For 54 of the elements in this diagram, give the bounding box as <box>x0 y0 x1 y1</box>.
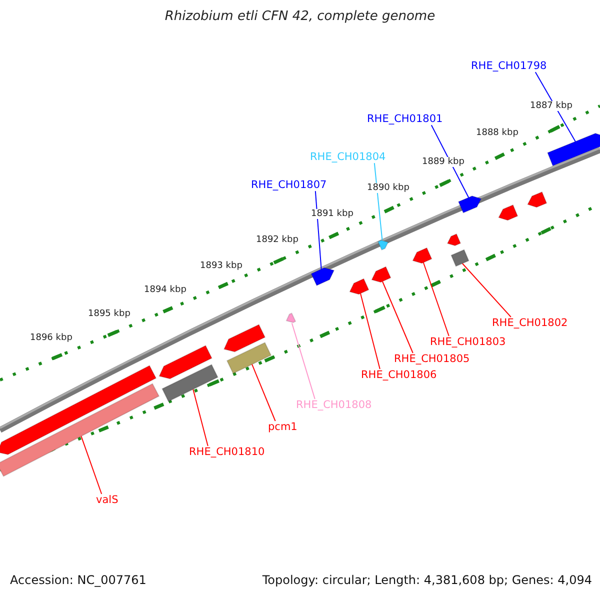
gene-label: RHE_CH01802 <box>492 317 568 330</box>
scale-label: 1888 kbp <box>476 128 518 138</box>
leader-line <box>80 436 102 494</box>
gene-block <box>526 191 548 208</box>
gene-block <box>310 267 335 286</box>
scale-label: 1891 kbp <box>311 209 354 220</box>
gene-block <box>450 249 470 267</box>
leader-line <box>382 281 414 354</box>
gene-block <box>371 266 392 283</box>
gene-label: valS <box>96 494 118 506</box>
gene-block <box>0 383 160 477</box>
scale-label: 1893 kbp <box>200 261 242 272</box>
gene-label: RHE_CH01806 <box>361 369 437 382</box>
gene-block <box>458 195 482 214</box>
gene-label: RHE_CH01798 <box>471 60 547 72</box>
gene-block <box>546 132 600 166</box>
gene-block <box>158 344 212 380</box>
footer-text: Accession: NC_007761 <box>10 574 146 588</box>
scale-label: 1894 kbp <box>144 285 186 296</box>
gene-label: RHE_CH01804 <box>310 151 386 164</box>
gene-block <box>226 342 272 374</box>
leader-line <box>314 190 322 270</box>
leader-line <box>192 388 208 446</box>
leader-line <box>422 262 450 336</box>
gene-label: RHE_CH01808 <box>296 399 372 412</box>
scale-label: 1887 kbp <box>530 101 572 112</box>
leader-line <box>374 162 383 240</box>
leader-line <box>252 364 276 422</box>
gene-label: pcm1 <box>268 421 298 434</box>
gene-block <box>349 278 370 295</box>
gene-block <box>223 324 266 352</box>
leader-line <box>291 322 316 400</box>
gene-block <box>498 204 518 221</box>
title: Rhizobium etli CFN 42, complete genome <box>164 10 436 25</box>
footer-text: Topology: circular; Length: 4,381,608 bp; Genes: 4,094 <box>262 574 592 588</box>
scale-label: 1895 kbp <box>88 309 130 320</box>
gene-block <box>446 233 462 246</box>
gene-block <box>377 240 389 251</box>
leader-line <box>430 124 470 198</box>
gene-label: RHE_CH01805 <box>394 353 470 366</box>
leader-line <box>360 293 380 370</box>
scale-label: 1896 kbp <box>30 333 72 344</box>
gene-block <box>412 247 432 264</box>
gene-label: RHE_CH01801 <box>367 113 443 126</box>
gene-label: RHE_CH01803 <box>430 336 506 348</box>
gene-block <box>0 364 157 456</box>
scale-label: 1892 kbp <box>256 235 298 246</box>
gene-block <box>162 364 218 402</box>
gene-label: RHE_CH01807 <box>251 179 327 192</box>
gene-block <box>286 312 296 324</box>
scale-label: 1890 kbp <box>367 183 410 194</box>
scale-label: 1889 kbp <box>422 157 464 168</box>
leader-line <box>462 263 512 318</box>
gene-label: RHE_CH01810 <box>189 446 265 458</box>
